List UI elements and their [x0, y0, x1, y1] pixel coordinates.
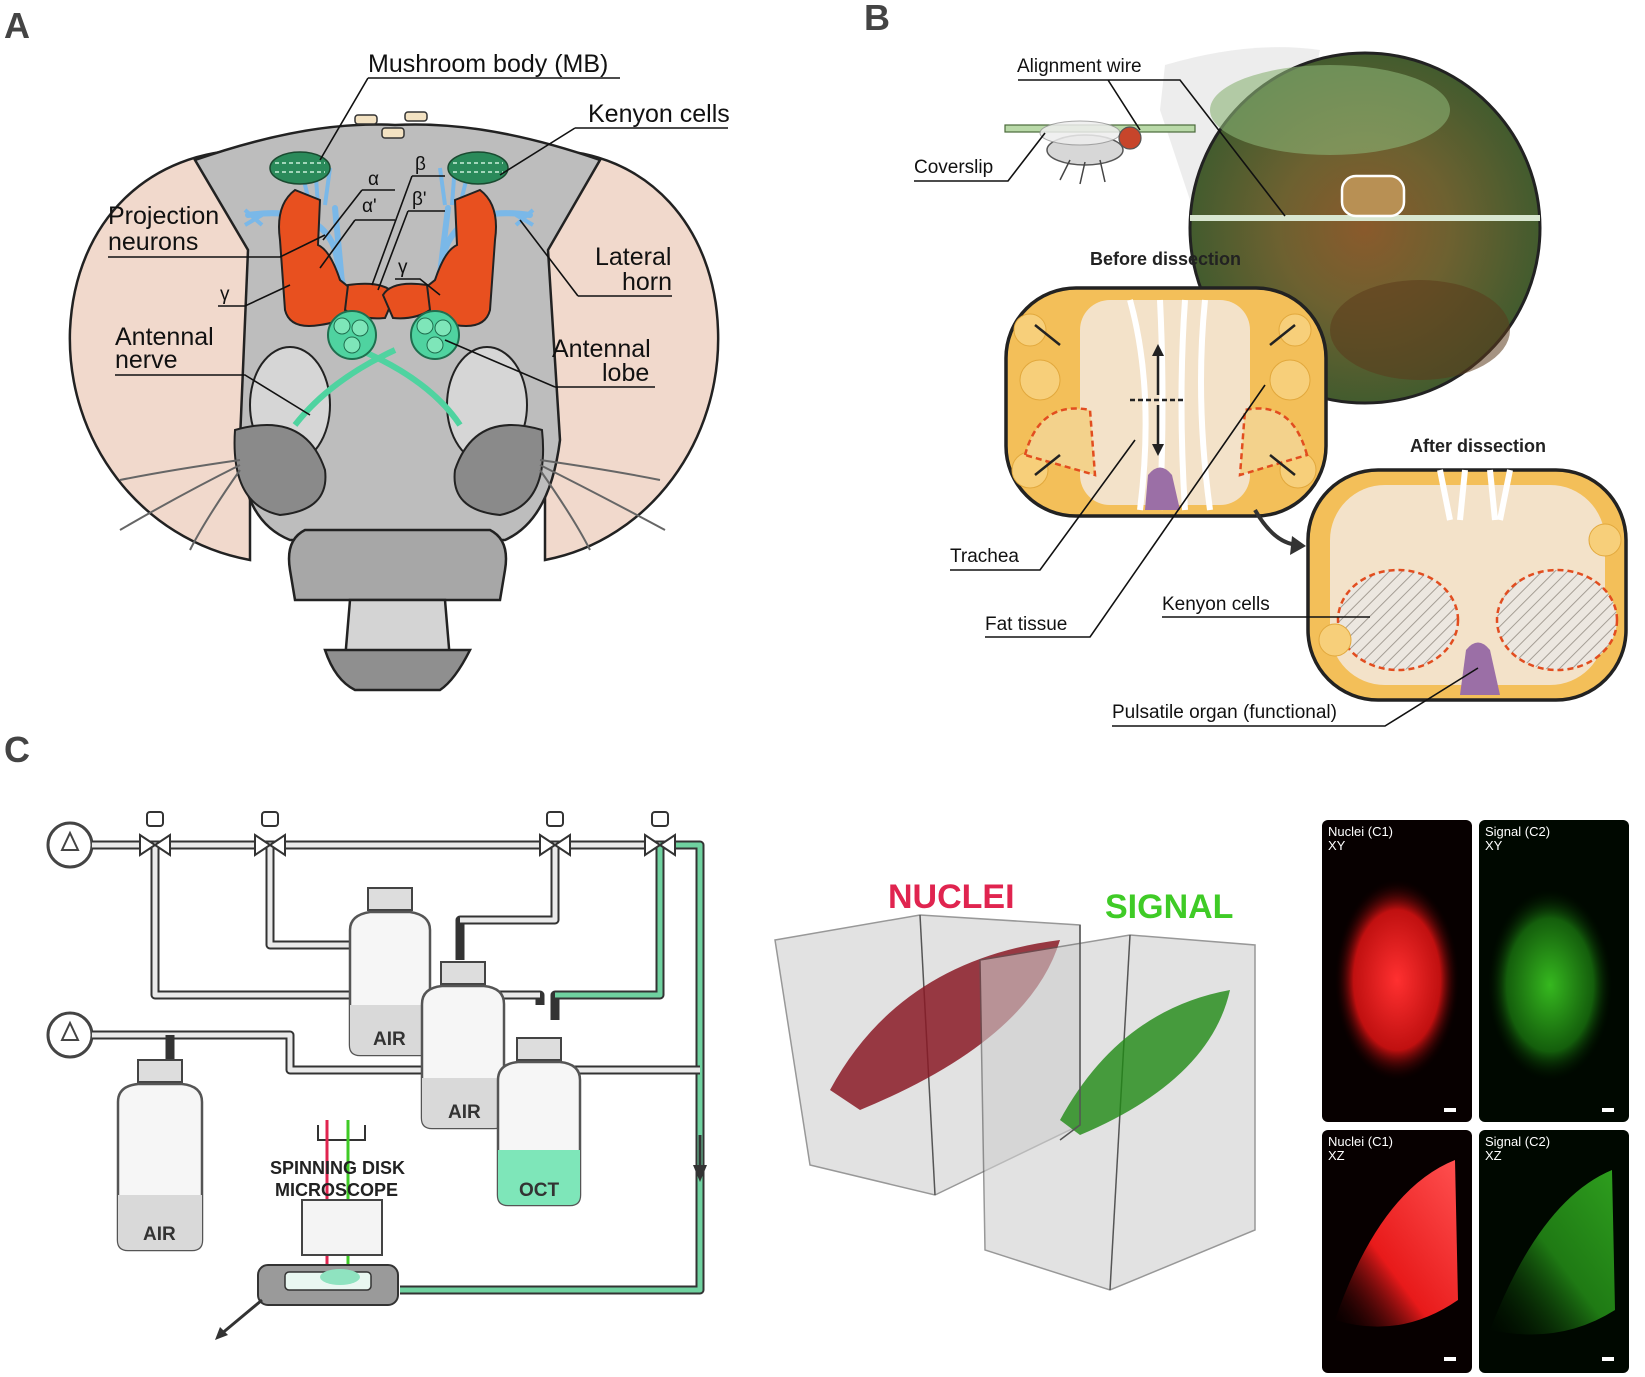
pump-icon-top	[46, 821, 94, 869]
image-signal-xz-label-1: Signal (C2)	[1485, 1134, 1550, 1149]
image-nuclei-xz-label-1: Nuclei (C1)	[1328, 1134, 1393, 1149]
microscopy-images: Nuclei (C1) XY Signal (C2) XY Nuclei (C1…	[1322, 820, 1629, 1373]
label-projection-neurons-2: neurons	[108, 228, 198, 256]
label-lateral-horn-1: Lateral	[595, 243, 671, 271]
label-alpha: α	[368, 169, 379, 190]
panel-a-labels: Mushroom body (MB) Kenyon cells Projecti…	[108, 50, 730, 416]
volume-render: NUCLEI SIGNAL	[774, 878, 1256, 1291]
label-beta: β	[415, 154, 426, 175]
label-alignment-wire: Alignment wire	[1017, 56, 1142, 77]
before-dissection-view	[1004, 286, 1328, 518]
right-kenyon-cluster	[447, 151, 509, 185]
image-signal-xz: Signal (C2) XZ	[1479, 1130, 1629, 1373]
panel-letter-a: A	[4, 5, 30, 46]
fly-head-diagram	[68, 111, 720, 692]
label-antennal-lobe-2: lobe	[602, 359, 649, 387]
label-after-dissection: After dissection	[1410, 436, 1546, 456]
microscope-label-2: MICROSCOPE	[275, 1180, 398, 1200]
right-compound-eye	[543, 148, 720, 562]
label-antennal-nerve-1: Antennal	[115, 323, 214, 351]
label-signal-3d: SIGNAL	[1105, 888, 1233, 926]
label-projection-neurons-1: Projection	[108, 202, 219, 230]
bottle-air-bottom: AIR	[116, 1059, 204, 1252]
label-gamma-right: γ	[398, 257, 408, 278]
label-coverslip: Coverslip	[914, 157, 993, 178]
image-nuclei-xy: Nuclei (C1) XY	[1322, 820, 1472, 1122]
label-fat-tissue: Fat tissue	[985, 614, 1067, 635]
left-compound-eye	[68, 148, 252, 562]
left-mushroom-body	[278, 188, 367, 327]
label-mushroom-body: Mushroom body (MB)	[368, 50, 608, 78]
valve-4	[644, 811, 676, 857]
valve-3	[539, 811, 571, 857]
label-gamma-left: γ	[220, 284, 230, 305]
bottle-air-bottom-label: AIR	[143, 1224, 176, 1245]
panel-letter-b: B	[864, 0, 890, 38]
image-signal-xz-label-2: XZ	[1485, 1148, 1502, 1163]
bottle-air-top: AIR	[348, 887, 432, 1057]
bottle-air-middle-label: AIR	[448, 1102, 481, 1123]
pump-icon-bottom	[46, 1011, 94, 1059]
image-nuclei-xy-label-2: XY	[1328, 838, 1346, 853]
left-kenyon-cluster	[269, 151, 331, 185]
label-kenyon-cells: Kenyon cells	[588, 100, 730, 128]
label-pulsatile-organ: Pulsatile organ (functional)	[1112, 702, 1337, 723]
valve-2	[254, 811, 286, 857]
bottle-oct-label: OCT	[519, 1180, 560, 1201]
bottle-air-middle: AIR	[420, 961, 506, 1130]
spinning-disk-microscope: SPINNING DISK MICROSCOPE	[257, 1120, 405, 1306]
label-before-dissection: Before dissection	[1090, 249, 1241, 269]
label-nuclei-3d: NUCLEI	[888, 878, 1015, 916]
label-trachea: Trachea	[950, 546, 1019, 567]
label-alpha-prime: α'	[362, 196, 377, 217]
image-signal-xy-label-2: XY	[1485, 838, 1503, 853]
label-kenyon-cells-b: Kenyon cells	[1162, 594, 1270, 615]
label-antennal-nerve-2: nerve	[115, 346, 178, 374]
microscope-label-1: SPINNING DISK	[270, 1158, 405, 1178]
image-nuclei-xz: Nuclei (C1) XZ	[1322, 1130, 1472, 1373]
panel-letter-c: C	[4, 729, 30, 770]
label-antennal-lobe-1: Antennal	[552, 335, 651, 363]
left-antennal-lobe	[327, 310, 377, 360]
image-nuclei-xz-label-2: XZ	[1328, 1148, 1345, 1163]
right-antennal-lobe	[410, 310, 460, 360]
perfusion-system: AIR AIR OCT AIR SPINNING DISK MIC	[46, 811, 707, 1340]
proboscis	[287, 528, 508, 602]
valve-1	[139, 811, 171, 857]
bottle-oct: OCT	[496, 1037, 582, 1207]
fly-on-coverslip	[1004, 120, 1196, 185]
image-signal-xy-label-1: Signal (C2)	[1485, 824, 1550, 839]
bottle-air-top-label: AIR	[373, 1029, 406, 1050]
label-beta-prime: β'	[412, 189, 427, 210]
image-nuclei-xy-label-1: Nuclei (C1)	[1328, 824, 1393, 839]
image-signal-xy: Signal (C2) XY	[1479, 820, 1629, 1122]
label-lateral-horn-2: horn	[622, 268, 672, 296]
after-dissection-view	[1306, 468, 1628, 702]
